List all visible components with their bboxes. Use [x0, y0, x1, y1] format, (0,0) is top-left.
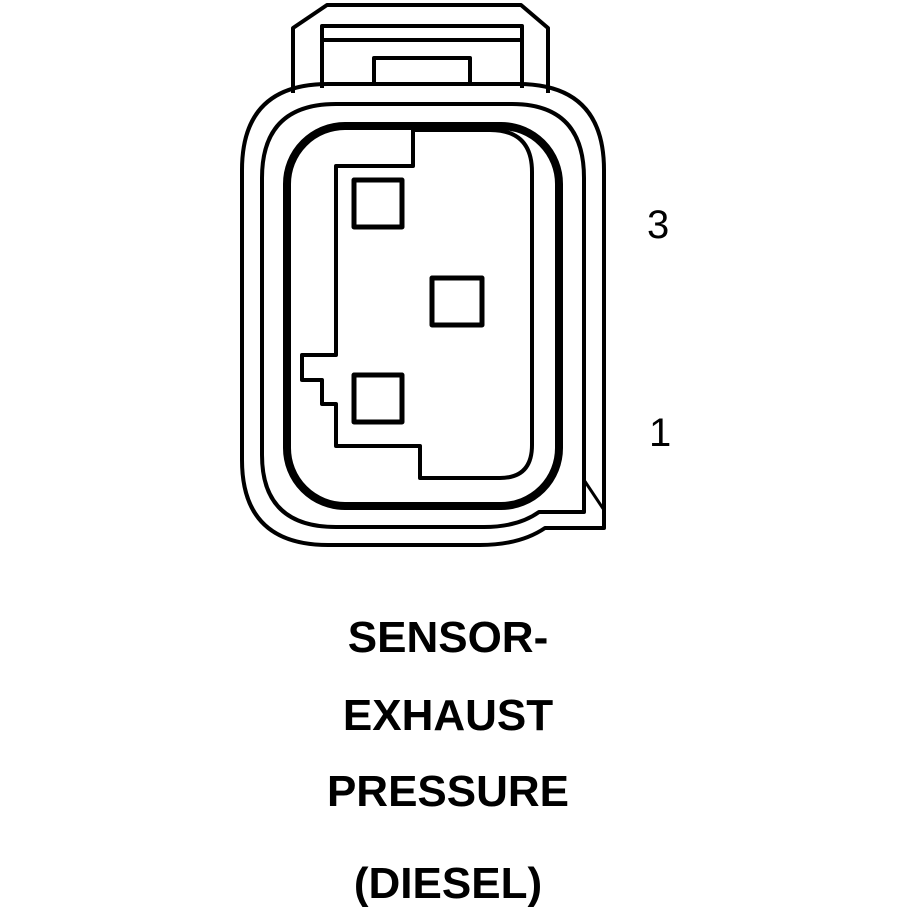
pin-cavity-2: [429, 275, 485, 328]
connector-outer-shell: [240, 82, 606, 547]
pin-number-label: 1: [649, 411, 672, 455]
connector-cavity: [283, 122, 563, 510]
shell-corner-line: [582, 479, 606, 511]
diagram-caption-line: EXHAUST: [342, 691, 554, 740]
diagram-caption-line: SENSOR-: [347, 613, 549, 662]
diagram-caption-line: PRESSURE: [326, 767, 570, 816]
latch-housing-inner: [320, 24, 524, 88]
latch-tab: [372, 56, 472, 83]
terminal-insert: [300, 128, 534, 480]
pin-number-label: 3: [647, 203, 670, 247]
diagram-caption-line: (DIESEL): [353, 859, 543, 908]
pin-cavity-1: [351, 372, 405, 425]
connector-shell-ridge: [260, 102, 586, 529]
pin-cavity-3: [351, 177, 405, 230]
latch-housing-outline: [291, 3, 550, 93]
